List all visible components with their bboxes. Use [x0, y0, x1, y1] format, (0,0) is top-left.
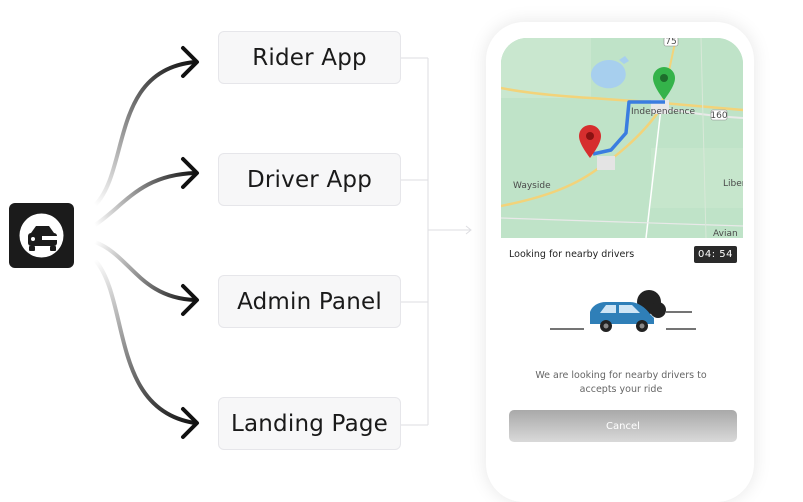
- message-line-1: We are looking for nearby drivers to: [535, 370, 707, 381]
- node-driver-app: Driver App: [218, 153, 401, 206]
- phone-mockup: 75 160 Independence Wayside Liber Avian …: [486, 22, 754, 502]
- cancel-button[interactable]: Cancel: [509, 410, 737, 442]
- searching-message: We are looking for nearby drivers to acc…: [516, 369, 726, 397]
- arrow-to-rider-app: [93, 60, 197, 207]
- car-searching-icon: [550, 290, 696, 332]
- countdown-timer: 04: 54: [694, 246, 737, 263]
- node-label: Rider App: [252, 44, 367, 71]
- node-label: Landing Page: [230, 410, 389, 437]
- origin-pin-icon: [579, 125, 601, 158]
- node-admin-panel: Admin Panel: [218, 275, 401, 328]
- route-75-label: 75: [665, 38, 676, 47]
- route-160-label: 160: [710, 111, 727, 121]
- node-label: Admin Panel: [237, 288, 382, 315]
- map-label-avian: Avian: [713, 229, 738, 238]
- node-rider-app: Rider App: [218, 31, 401, 84]
- node-landing-page: Landing Page: [218, 397, 401, 450]
- map-label-liber: Liber: [723, 179, 743, 189]
- message-line-2: accepts your ride: [579, 384, 663, 395]
- map-label-wayside: Wayside: [513, 181, 551, 191]
- phone-fade: [486, 462, 754, 502]
- status-text: Looking for nearby drivers: [509, 249, 635, 260]
- ride-status-row: Looking for nearby drivers 04: 54: [509, 246, 737, 266]
- arrow-to-landing-page: [93, 258, 197, 425]
- flow-connectors: [93, 46, 472, 439]
- map-label-independence: Independence: [631, 107, 695, 117]
- map-view[interactable]: 75 160 Independence Wayside Liber Avian: [501, 38, 743, 238]
- car-logo-icon: [19, 213, 64, 258]
- app-logo: [9, 203, 74, 268]
- arrow-to-driver-app: [93, 171, 197, 227]
- arrow-to-admin-panel: [93, 240, 197, 302]
- node-label: Driver App: [246, 166, 373, 193]
- destination-pin-icon: [653, 67, 675, 100]
- bracket-connector: [401, 57, 472, 426]
